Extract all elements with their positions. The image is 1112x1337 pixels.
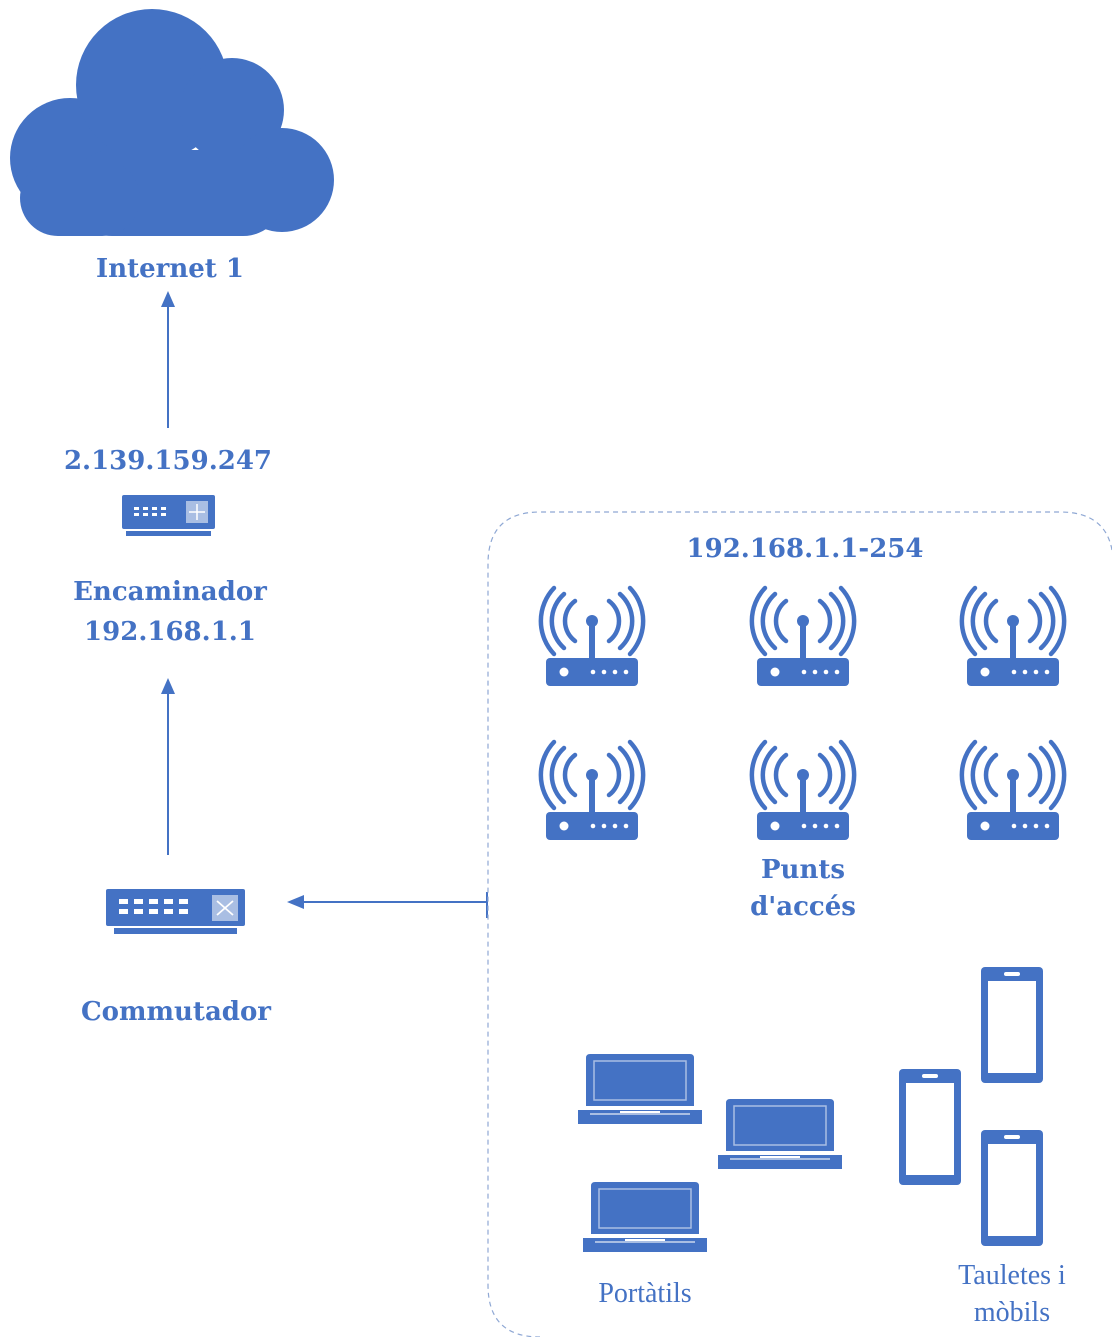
tablets-label: Tauletes i	[958, 1260, 1066, 1291]
wifi-access-point-icon	[962, 588, 1064, 686]
lan-boundary	[487, 511, 1112, 1337]
internet-label: Internet 1	[96, 254, 244, 284]
switch-name-label: Commutador	[81, 997, 271, 1027]
laptop-icon	[577, 1053, 703, 1125]
wifi-access-point-icon	[752, 588, 854, 686]
smartphone-icon	[899, 1069, 961, 1185]
laptop-icon	[717, 1098, 843, 1170]
router-ip-label: 192.168.1.1	[84, 617, 256, 647]
router-icon	[122, 495, 215, 536]
laptop-icon	[582, 1181, 708, 1253]
access-points-label: Punts	[761, 855, 845, 885]
router-name-label: Encaminador	[73, 577, 267, 607]
wifi-access-point-icon	[752, 742, 854, 840]
cloud-icon	[10, 9, 334, 236]
wifi-access-point-icon	[541, 742, 643, 840]
tablets-label-line2: mòbils	[974, 1297, 1050, 1328]
smartphone-icon	[981, 967, 1043, 1083]
wifi-access-point-icon	[962, 742, 1064, 840]
public-ip-label: 2.139.159.247	[64, 446, 272, 476]
switch-icon	[106, 889, 245, 934]
smartphone-icon	[981, 1130, 1043, 1246]
lan-range-label: 192.168.1.1-254	[687, 534, 924, 564]
wifi-access-point-icon	[541, 588, 643, 686]
laptops-label: Portàtils	[598, 1278, 691, 1309]
access-points-label-line2: d'accés	[750, 892, 856, 922]
